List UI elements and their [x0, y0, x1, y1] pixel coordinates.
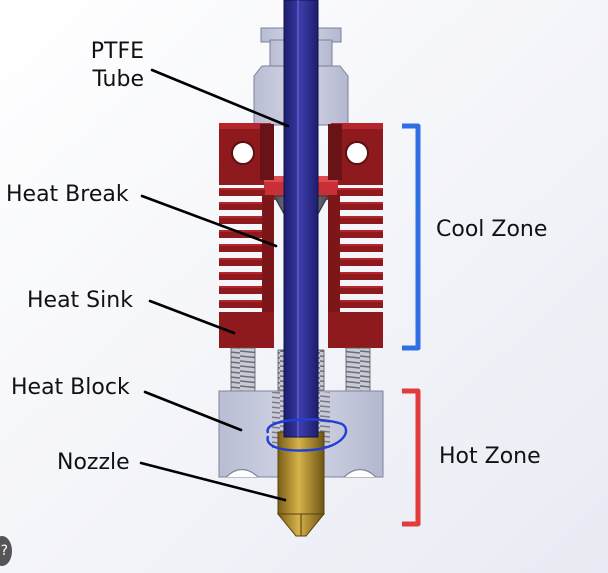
heat-sink-fin	[337, 258, 383, 266]
leader-heat-sink	[148, 299, 236, 335]
label-cool-zone: Cool Zone	[436, 217, 548, 242]
heat-sink-fin	[219, 244, 265, 252]
heat-sink-fin-highlight	[219, 258, 265, 260]
heat-sink-fin	[337, 300, 383, 308]
leader-lines	[139, 68, 290, 502]
hot-zone-bracket	[402, 388, 421, 527]
nozzle	[276, 431, 326, 537]
ptfe-tube	[283, 0, 319, 438]
heat-sink-fin-highlight	[337, 216, 383, 218]
heat-sink-fin	[219, 258, 265, 266]
leader-heat-break	[140, 194, 278, 248]
heat-sink-fin	[219, 272, 265, 280]
question-badge-icon[interactable]: ?	[0, 536, 12, 566]
heat-sink-fin-highlight	[219, 202, 265, 204]
mounting-screws	[230, 347, 371, 393]
heat-sink-fin-highlight	[219, 300, 265, 302]
leader-nozzle	[139, 461, 287, 502]
heat-sink-fin-highlight	[337, 300, 383, 302]
heat-sink-fin-highlight	[337, 230, 383, 232]
heat-sink-fin	[337, 286, 383, 294]
heat-sink-fin	[337, 230, 383, 238]
label-ptfe-tube-line2: Tube	[92, 67, 144, 92]
label-ptfe-tube-line1: PTFE	[90, 39, 144, 64]
heat-sink-fin-highlight	[219, 230, 265, 232]
heat-sink-fin-highlight	[219, 188, 265, 190]
leader-heat-block	[143, 390, 243, 432]
heat-sink-fin-highlight	[337, 272, 383, 274]
heat-sink-fin-highlight	[337, 202, 383, 204]
heat-sink-fin	[337, 216, 383, 224]
heat-sink-fin-highlight	[219, 244, 265, 246]
heat-sink-fin-highlight	[337, 258, 383, 260]
heat-sink-fin	[337, 244, 383, 252]
heat-sink-fin	[219, 286, 265, 294]
label-hot-zone: Hot Zone	[439, 444, 541, 469]
label-nozzle: Nozzle	[57, 450, 130, 475]
heat-sink-fin	[219, 300, 265, 308]
heat-sink-fin	[219, 216, 265, 224]
heat-sink-fin-highlight	[219, 216, 265, 218]
heat-sink-fin-highlight	[337, 188, 383, 190]
label-heat-block: Heat Block	[11, 375, 130, 400]
heat-sink-fin-highlight	[219, 272, 265, 274]
heat-sink-fin-highlight	[337, 286, 383, 288]
label-heat-break: Heat Break	[6, 182, 129, 207]
heat-sink-fin	[219, 188, 265, 196]
heat-sink-fin-highlight	[337, 244, 383, 246]
heat-sink-fin-highlight	[219, 286, 265, 288]
heat-sink-fin	[219, 202, 265, 210]
heat-sink-fin	[337, 188, 383, 196]
annotation-circle	[266, 418, 348, 452]
cool-zone-bracket	[402, 123, 421, 351]
label-heat-sink: Heat Sink	[27, 288, 133, 313]
label-ptfe-tube: PTFE Tube	[70, 38, 144, 94]
heat-sink-fin	[337, 202, 383, 210]
leader-ptfe-tube	[150, 68, 290, 128]
heat-sink-fin	[337, 272, 383, 280]
